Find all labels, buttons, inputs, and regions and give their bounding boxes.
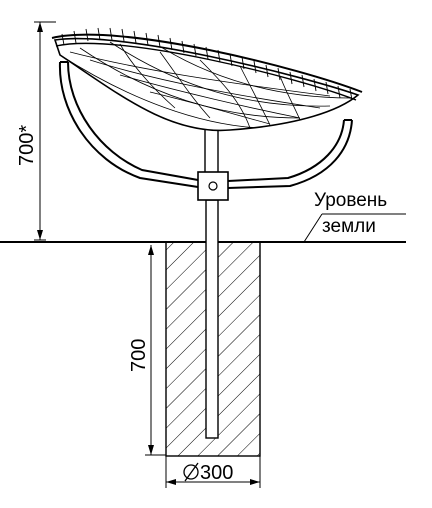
diameter-icon [183,462,199,482]
hub-clamp [197,171,229,201]
ground-level-label-line2: земли [322,216,376,237]
depth-dimension [145,245,166,456]
wicker-bowl [51,27,363,132]
diameter-dimension [165,456,261,488]
height-dimension-label: 700* [16,125,38,166]
ground-level-label-line1: Уровень [314,190,387,211]
diameter-dimension-label: 300 [200,462,233,484]
embedded-pipe [205,199,219,439]
depth-dimension-label: 700 [128,339,150,372]
ground-level-leader [303,213,406,243]
frame-arms [58,61,353,189]
height-dimension [34,21,56,241]
